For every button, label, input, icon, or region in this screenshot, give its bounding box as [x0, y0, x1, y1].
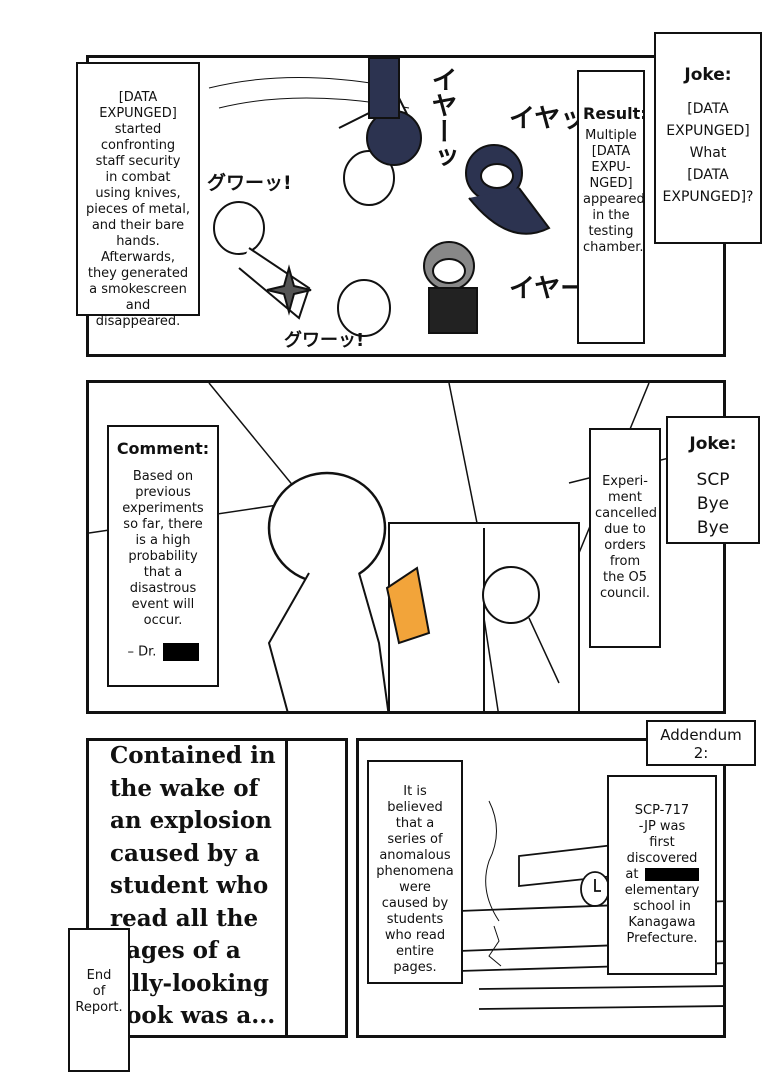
discovery-text-before: SCP-717 -JP was first discovered at	[625, 803, 698, 882]
sfx-guwa-2: グワーッ!	[284, 330, 365, 351]
comment-text: Based on previous experiments so far, th…	[122, 469, 204, 628]
comment-signature: – Dr.	[113, 643, 213, 661]
joke-text-1: [DATA EXPUNGED] What [DATA EXPUNGED]?	[662, 101, 754, 205]
ninja-fight-illustration	[208, 58, 551, 337]
joke-heading-2: Joke:	[689, 434, 737, 454]
believed-box: It is believed that a series of anomalou…	[367, 760, 463, 984]
panel-divider	[285, 741, 288, 1035]
book-reading-illustration	[89, 383, 723, 711]
joke-text-2: SCP Bye Bye	[696, 470, 730, 538]
end-of-report-box: End of Report.	[68, 928, 130, 1072]
joke-box-2: Joke: SCP Bye Bye	[666, 416, 760, 544]
containment-statement: Contained in the wake of an explosion ca…	[110, 742, 276, 1029]
result-text: Multiple [DATA EXPU- NGED] appeared in t…	[583, 128, 645, 255]
comment-heading: Comment:	[116, 439, 210, 458]
addendum-heading-box: Addendum 2:	[646, 720, 756, 766]
sfx-guwa-1: グワーッ!	[207, 172, 292, 194]
panel1-description-box: [DATA EXPUNGED] started confronting staf…	[76, 62, 200, 329]
result-box: Result: Multiple [DATA EXPU- NGED] appea…	[577, 70, 647, 344]
redaction-bar-2	[644, 868, 699, 881]
comment-signature-text: – Dr.	[127, 644, 157, 660]
joke-box-1: Joke: [DATA EXPUNGED] What [DATA EXPUNGE…	[654, 32, 762, 244]
experiment-cancelled-box: Experi- ment cancelled due to orders fro…	[589, 428, 661, 648]
result-heading: Result:	[583, 104, 647, 123]
discovery-box: SCP-717 -JP was first discovered at elem…	[607, 775, 717, 975]
sfx-iya: イヤーッ	[427, 66, 457, 170]
redaction-bar-1	[162, 643, 199, 661]
comment-box: Comment: Based on previous experiments s…	[107, 425, 219, 687]
joke-heading-1: Joke:	[684, 65, 732, 85]
discovery-text-after: elementary school in Kanagawa Prefecture…	[624, 883, 700, 946]
